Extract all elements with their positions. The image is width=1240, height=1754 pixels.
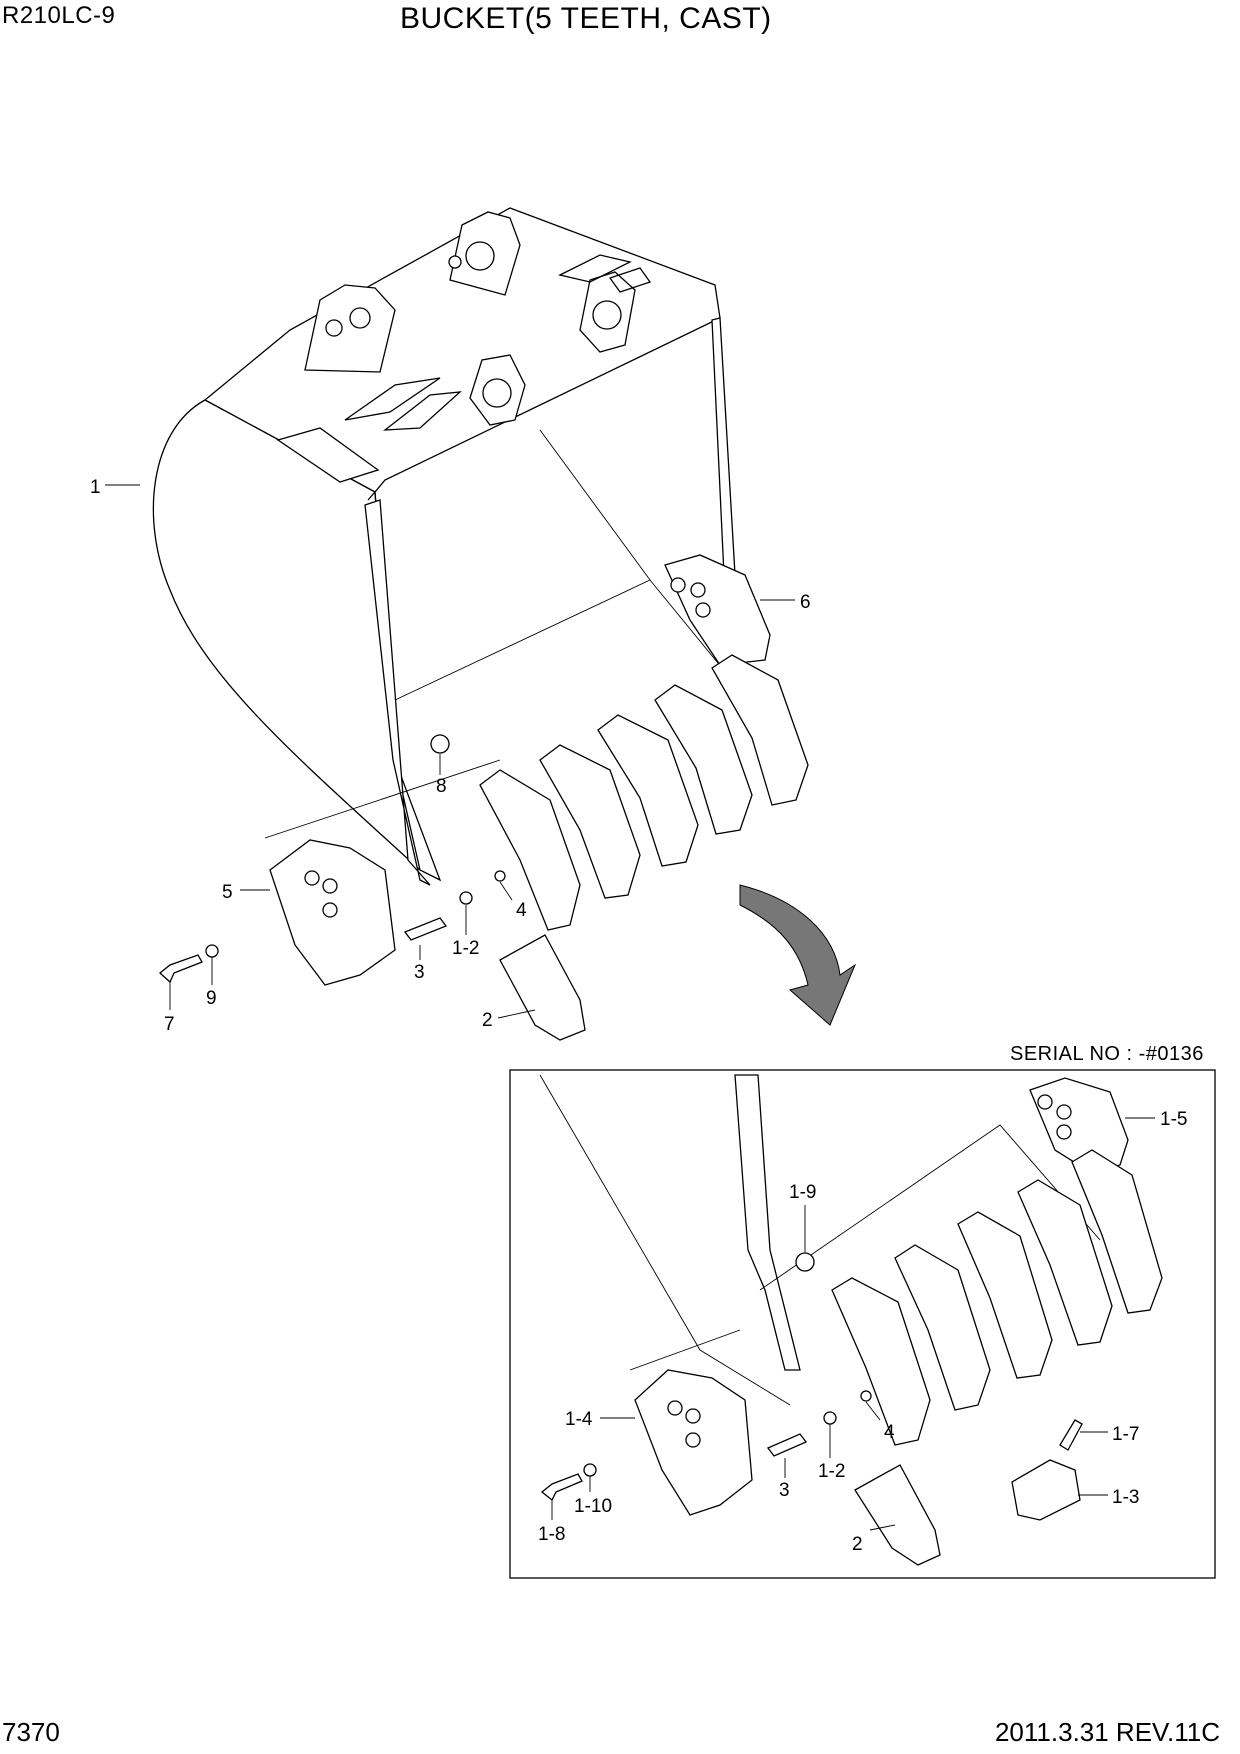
callout-4-inset: 4 (884, 1422, 895, 1443)
inset-drawing (539, 1074, 1163, 1566)
callout-6: 6 (800, 592, 811, 613)
callout-1-8: 1-8 (538, 1524, 565, 1545)
callout-1-4: 1-4 (565, 1409, 593, 1430)
serial-number-label: SERIAL NO : -#0136 (1010, 1043, 1204, 1065)
bucket-main-drawing (105, 207, 857, 1041)
page-title: BUCKET(5 TEETH, CAST) (400, 2, 772, 35)
callout-1-10: 1-10 (574, 1496, 612, 1517)
callout-1-9: 1-9 (789, 1182, 816, 1203)
callout-1-2-inset: 1-2 (818, 1461, 845, 1482)
inset-callouts: 1-5 1-9 1-4 4 1-7 1-8 1-10 3 1-2 1-3 2 (538, 1109, 1187, 1555)
callout-1-3: 1-3 (1112, 1487, 1139, 1508)
main-callouts: 1 6 8 5 3 1-2 4 7 9 2 (90, 477, 811, 1035)
callout-3: 3 (414, 962, 425, 983)
inset-frame (509, 1069, 1216, 1579)
revision-date: 2011.3.31 REV.11C (994, 1717, 1220, 1747)
bucket-teeth (479, 654, 809, 931)
callout-2-inset: 2 (852, 1534, 863, 1555)
callout-1-7: 1-7 (1112, 1424, 1139, 1445)
callout-1-2: 1-2 (452, 938, 479, 959)
page-number: 7370 (2, 1717, 60, 1747)
callout-1: 1 (90, 477, 101, 498)
model-code: R210LC-9 (2, 2, 116, 29)
callout-4: 4 (516, 900, 527, 921)
callout-9: 9 (206, 988, 217, 1009)
callout-2: 2 (482, 1010, 493, 1031)
callout-3-inset: 3 (779, 1480, 790, 1501)
callout-8: 8 (436, 776, 447, 797)
callout-7: 7 (164, 1014, 175, 1035)
callout-1-5: 1-5 (1160, 1109, 1187, 1130)
callout-5: 5 (222, 882, 233, 903)
